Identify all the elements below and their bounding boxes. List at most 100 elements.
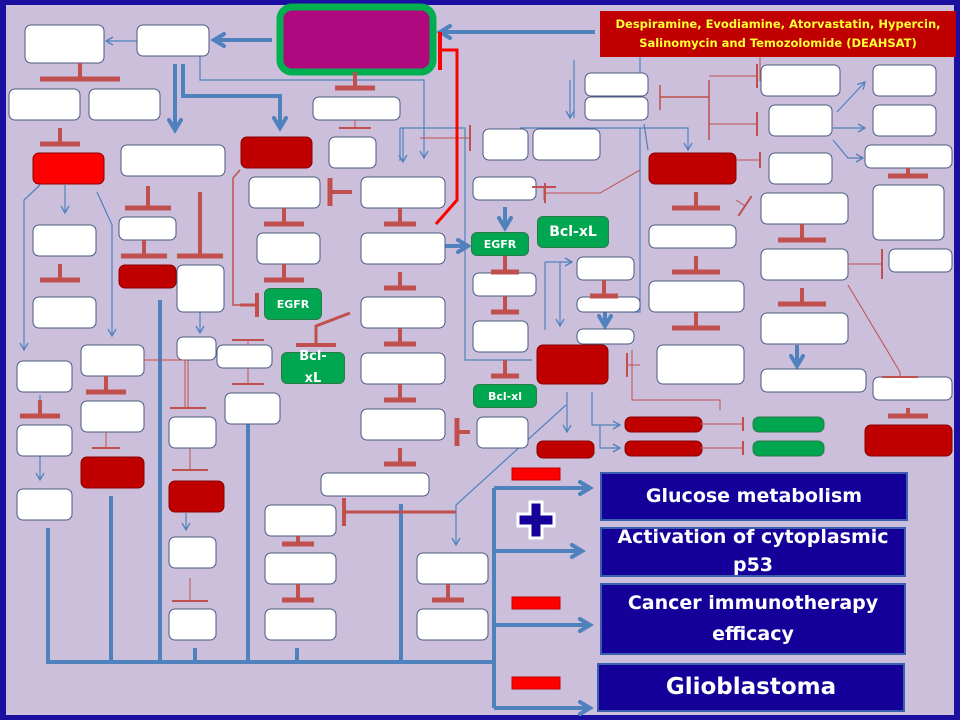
- protein-node: [256, 232, 321, 265]
- red-node: [118, 264, 177, 289]
- bclxl-node-top[interactable]: Bcl-xL: [537, 216, 609, 248]
- drug-combination-box: Despiramine, Evodiamine, Atorvastatin, H…: [600, 11, 956, 57]
- protein-node: [872, 104, 937, 137]
- bclxl-node-left[interactable]: Bcl-xL: [281, 349, 345, 386]
- red-node: [536, 344, 609, 385]
- protein-node: [872, 376, 953, 401]
- bclxl-label: Bcl-xL: [299, 349, 327, 386]
- protein-node: [584, 96, 649, 121]
- egfr-node-top[interactable]: EGFR: [471, 232, 529, 256]
- egfr-node-left[interactable]: EGFR: [264, 288, 322, 320]
- outcome-glioblastoma[interactable]: Glioblastoma: [597, 663, 905, 712]
- protein-node: [320, 472, 430, 497]
- outcome-label: Glioblastoma: [665, 673, 837, 700]
- edges-layer: [19, 24, 867, 716]
- protein-node: [264, 608, 337, 641]
- drug-inhibition-line: [434, 48, 459, 225]
- protein-node: [80, 344, 145, 377]
- protein-node: [888, 248, 953, 273]
- protein-node: [576, 256, 635, 281]
- protein-node: [24, 24, 105, 64]
- inhibition-stem: [314, 311, 351, 345]
- outcome-label: Cancer immunotherapy efficacy: [627, 592, 879, 645]
- protein-node: [264, 504, 337, 537]
- signal-arrow: [181, 64, 288, 132]
- protein-node: [360, 352, 446, 385]
- protein-node: [168, 416, 217, 449]
- activation-arrow: [591, 392, 622, 430]
- protein-node: [312, 96, 401, 121]
- red-node: [32, 152, 105, 185]
- protein-node: [120, 144, 226, 177]
- protein-node: [472, 320, 529, 353]
- protein-node: [264, 552, 337, 585]
- protein-node: [360, 232, 446, 265]
- protein-node: [584, 72, 649, 97]
- protein-node: [8, 88, 81, 121]
- protein-node: [224, 392, 281, 425]
- protein-node: [760, 368, 867, 393]
- protein-node: [476, 416, 529, 449]
- protein-node: [32, 296, 97, 329]
- protein-node: [248, 176, 321, 209]
- minus-sign-icon: [511, 467, 561, 481]
- red-node: [168, 480, 225, 513]
- protein-node: [216, 344, 273, 369]
- protein-node: [176, 336, 217, 361]
- minus-sign-icon: [511, 596, 561, 610]
- inhibition-stem: [735, 199, 746, 207]
- protein-node: [760, 248, 849, 281]
- protein-node: [168, 536, 217, 569]
- protein-node: [576, 296, 641, 313]
- protein-node: [88, 88, 161, 121]
- protein-node: [760, 64, 841, 97]
- protein-node: [32, 224, 97, 257]
- activation-arrow: [199, 56, 429, 160]
- inhibition-stem: [144, 359, 186, 407]
- activation-arrow: [96, 191, 117, 338]
- protein-node: [416, 608, 489, 641]
- bclxl-label: Bcl-xl: [487, 389, 523, 403]
- activation-arrow: [599, 425, 622, 453]
- outcome-label: Glucose metabolism: [645, 485, 863, 508]
- protein-node: [118, 216, 177, 241]
- inhibition-stem: [568, 169, 641, 194]
- egfr-label: EGFR: [483, 237, 517, 251]
- protein-node: [472, 176, 537, 201]
- protein-node: [648, 224, 737, 249]
- activation-arrow: [451, 404, 567, 547]
- egfr-label: EGFR: [276, 297, 310, 311]
- protein-node: [760, 312, 849, 345]
- protein-node: [16, 488, 73, 521]
- outcome-immunotherapy-efficacy[interactable]: Cancer immunotherapy efficacy: [600, 583, 906, 655]
- inhibition-bar: [737, 195, 753, 217]
- outcome-p53-activation[interactable]: Activation of cytoplasmic p53: [600, 526, 906, 577]
- signal-arrow: [46, 528, 494, 664]
- protein-node: [872, 64, 937, 97]
- protein-node: [576, 328, 635, 345]
- protein-node: [768, 104, 833, 137]
- outcome-glucose-metabolism[interactable]: Glucose metabolism: [600, 472, 908, 521]
- inhibition-stem: [847, 284, 901, 373]
- bclxl-node-mid[interactable]: Bcl-xl: [473, 384, 537, 408]
- activation-arrow: [19, 184, 41, 352]
- red-node: [240, 136, 313, 169]
- protein-node: [656, 344, 745, 385]
- protein-node: [416, 552, 489, 585]
- protein-node: [648, 280, 745, 313]
- protein-node: [176, 264, 225, 313]
- protein-node: [760, 192, 849, 225]
- protein-node: [472, 272, 537, 297]
- protein-node: [136, 24, 210, 57]
- central-node: [276, 3, 437, 76]
- red-node: [864, 424, 953, 457]
- drug-combination-label: Despiramine, Evodiamine, Atorvastatin, H…: [615, 17, 941, 50]
- green-node: [752, 440, 825, 457]
- activation-arrow: [836, 81, 866, 113]
- protein-node: [16, 424, 73, 457]
- green-node: [752, 416, 825, 433]
- protein-node: [360, 408, 446, 441]
- inhibition-stem: [631, 350, 721, 410]
